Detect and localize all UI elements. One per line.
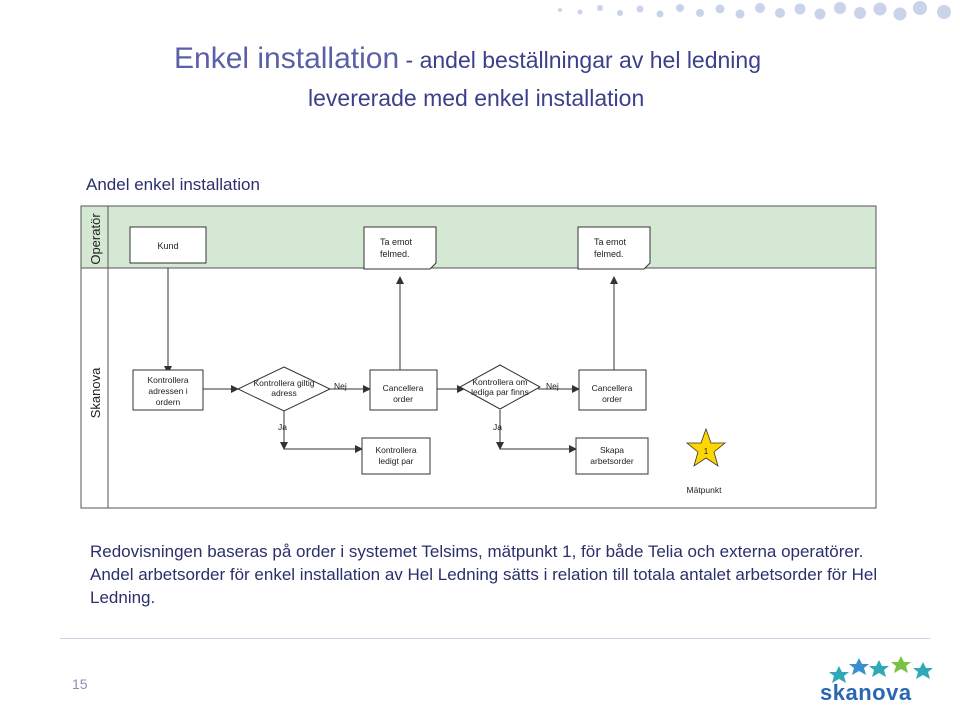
star-number: 1 bbox=[704, 447, 709, 456]
skanova-stars-icon bbox=[829, 656, 933, 683]
label-nej-1: Nej bbox=[334, 381, 347, 391]
decision-kontrollera-lediga bbox=[458, 364, 542, 410]
decision-kontrollera-giltig bbox=[236, 366, 332, 412]
label-ja-1: Ja bbox=[278, 422, 287, 432]
page-number: 15 bbox=[72, 676, 88, 692]
label-nej-2: Nej bbox=[546, 381, 559, 391]
decorative-dot-band bbox=[558, 1, 951, 21]
label-matpunkt: Mätpunkt bbox=[687, 485, 723, 495]
node-cancellera-2 bbox=[578, 369, 647, 411]
lane-operator bbox=[80, 205, 877, 269]
node-kund bbox=[129, 226, 207, 264]
node-ta-emot-1 bbox=[363, 226, 437, 270]
lane-label-operator: Operatör bbox=[88, 213, 103, 265]
node-skapa-arbetsorder bbox=[575, 437, 649, 475]
node-kund-label: Kund bbox=[157, 241, 178, 251]
section-subtitle: Andel enkel installation bbox=[86, 175, 260, 194]
node-kontrollera-ledigt-par bbox=[361, 437, 431, 475]
node-cancellera-1 bbox=[369, 369, 438, 411]
node-ta-emot-2 bbox=[577, 226, 651, 270]
logo-text: skanova bbox=[820, 680, 912, 705]
footer-divider bbox=[60, 638, 930, 639]
node-kontrollera-adressen bbox=[132, 369, 204, 411]
title-main: Enkel installation bbox=[174, 42, 400, 75]
label-ja-2: Ja bbox=[493, 422, 502, 432]
matpunkt-star-icon bbox=[685, 427, 727, 467]
title-sub-line2: levererade med enkel installation bbox=[308, 85, 645, 111]
page-title: Enkel installation - andel beställningar… bbox=[174, 42, 894, 115]
lane-label-skanova: Skanova bbox=[88, 367, 103, 418]
title-sub-line1: - andel beställningar av hel ledning bbox=[399, 47, 761, 73]
body-text: Redovisningen baseras på order i systeme… bbox=[90, 542, 878, 607]
